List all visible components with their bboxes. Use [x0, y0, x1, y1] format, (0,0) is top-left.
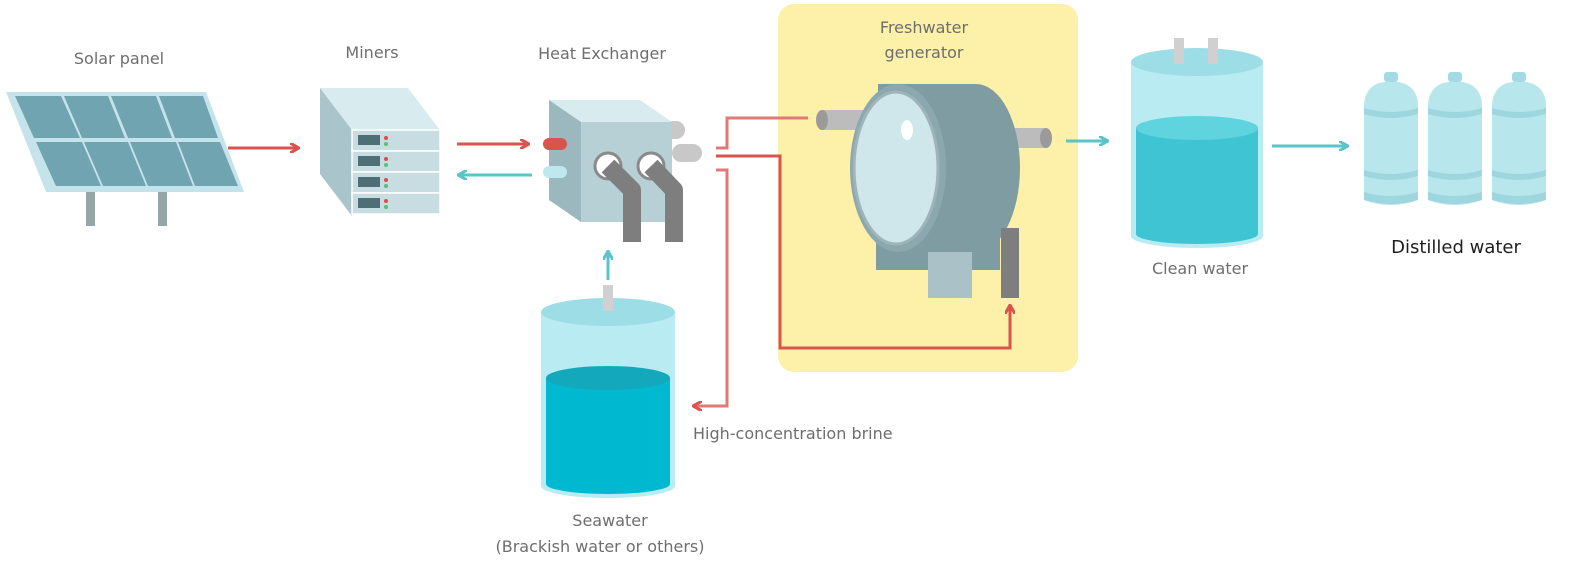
distilled-water-bottles-icon: [1364, 72, 1546, 205]
hot-flow-to-generator: [716, 116, 808, 150]
label-miners: Miners: [345, 43, 399, 62]
label-clean-water: Clean water: [1151, 259, 1249, 278]
label-freshwater-generator-1: Freshwater: [879, 18, 969, 37]
label-freshwater-generator-2: generator: [884, 43, 964, 62]
bottle-3: [1492, 72, 1546, 205]
solar-panel-icon: [6, 92, 244, 226]
brine-outflow: [694, 168, 729, 406]
seawater-tank-icon: [541, 285, 675, 498]
miners-icon: [320, 88, 441, 216]
label-heat-exchanger: Heat Exchanger: [538, 44, 666, 63]
label-seawater-sub: (Brackish water or others): [495, 537, 705, 556]
label-distilled-water: Distilled water: [1391, 237, 1521, 258]
bottle-1: [1364, 72, 1418, 205]
heat-exchanger-icon: [543, 100, 702, 242]
hot-flow-loop: [716, 154, 1010, 350]
bottle-2: [1428, 72, 1482, 205]
label-brine: High-concentration brine: [693, 424, 893, 443]
label-seawater: Seawater: [572, 511, 648, 530]
clean-water-tank-icon: [1131, 38, 1263, 248]
freshwater-generator-icon: [816, 84, 1052, 298]
label-solar-panel: Solar panel: [73, 49, 165, 68]
